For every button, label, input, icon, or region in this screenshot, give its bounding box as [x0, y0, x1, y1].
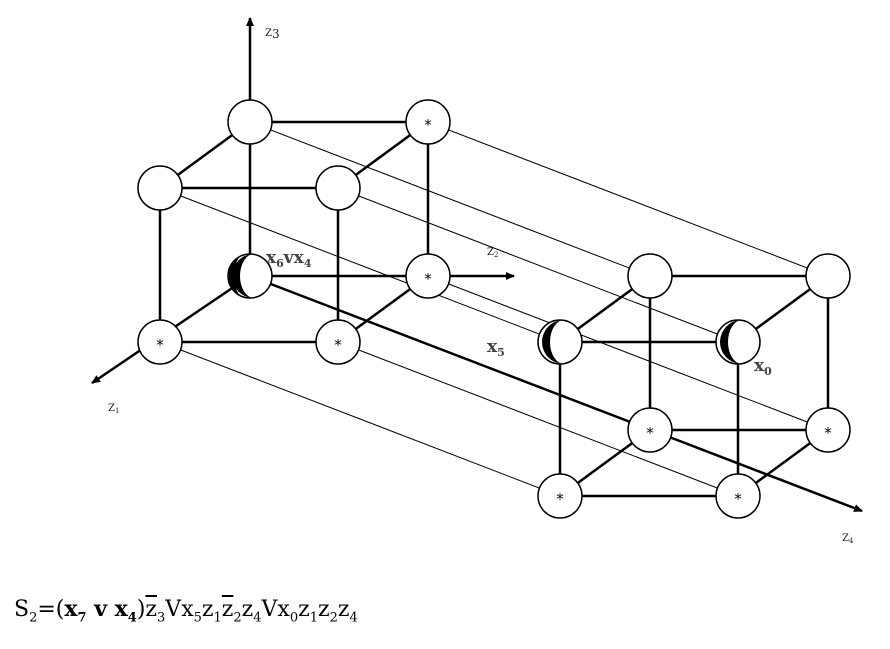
star-marker: *: [734, 490, 742, 508]
z4-axis: [249, 274, 863, 513]
right-cube-edges: [558, 274, 830, 498]
node-empty: [315, 165, 361, 211]
label-x0: x0: [754, 356, 772, 378]
star-marker: *: [646, 424, 654, 442]
node-star: [715, 473, 761, 519]
node-star: [315, 319, 361, 365]
star-marker: *: [824, 424, 832, 442]
node-star: [137, 319, 183, 365]
node-empty: [627, 253, 673, 299]
star-marker: *: [156, 336, 164, 354]
boolean-formula: S2=(x7 v x4)z3Vx5z1z2z4Vx0z1z2z4: [14, 596, 358, 626]
axis-label-z3: Z3: [265, 27, 280, 41]
right-cube-nodes: [537, 253, 851, 519]
star-marker: *: [424, 270, 432, 288]
label-x6-v-x4: x6vx4: [266, 248, 312, 270]
hypercube-diagram: * * * * * * * * Z3 Z2 Z1 Z4 x6vx4 x5 x0: [91, 17, 863, 545]
connector-lines: [159, 121, 829, 497]
star-marker: *: [334, 336, 342, 354]
axis-label-z1: Z1: [108, 403, 119, 415]
axes: [91, 17, 863, 513]
node-star: [405, 253, 451, 299]
node-star: [627, 407, 673, 453]
node-star: [405, 99, 451, 145]
label-x5: x5: [487, 337, 505, 359]
node-star: [537, 473, 583, 519]
axis-label-z2: Z2: [487, 247, 498, 259]
node-empty: [227, 99, 273, 145]
star-marker: *: [424, 116, 432, 134]
node-star: [805, 407, 851, 453]
node-empty: [805, 253, 851, 299]
node-empty: [137, 165, 183, 211]
star-marker: *: [556, 490, 564, 508]
star-markers: * * * * * * * *: [156, 116, 832, 508]
axis-label-z4: Z4: [842, 533, 854, 545]
half-filled-markers: [228, 254, 742, 364]
